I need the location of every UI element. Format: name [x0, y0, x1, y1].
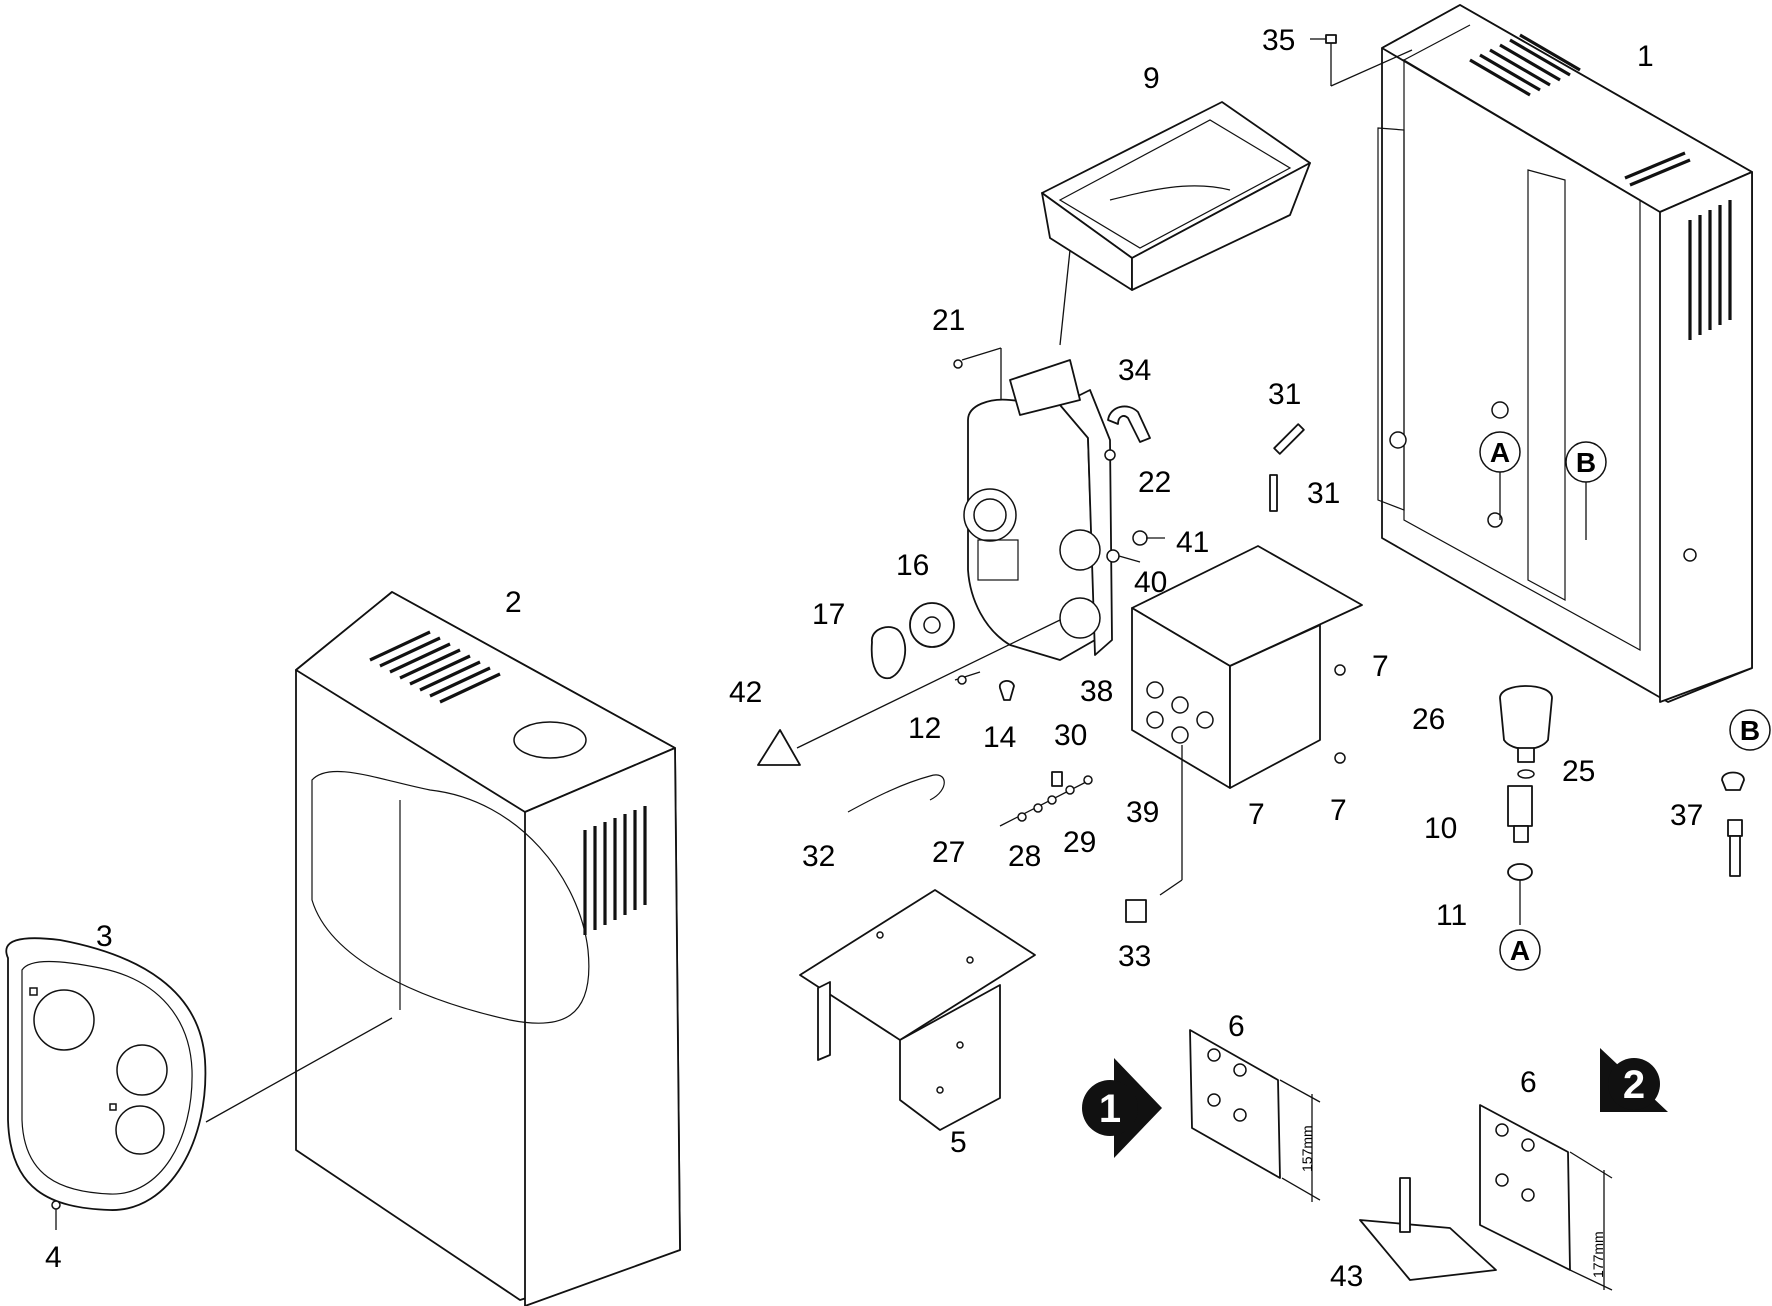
callout-41: 41 — [1176, 526, 1209, 559]
part-6-plate-variant-2 — [1479, 1104, 1613, 1291]
dimension-177mm: 177mm — [1590, 1231, 1606, 1278]
part-31-pins — [1269, 423, 1305, 512]
callout-14: 14 — [983, 721, 1016, 754]
part-5-bracket — [799, 889, 1036, 1131]
callout-27: 27 — [932, 836, 965, 869]
callout-11: 11 — [1436, 899, 1467, 932]
callout-5: 5 — [950, 1126, 967, 1159]
part-4-screw — [51, 1200, 61, 1230]
small-hardware — [953, 359, 1165, 701]
svg-text:2: 2 — [1623, 1063, 1645, 1107]
callout-10: 10 — [1424, 812, 1457, 845]
gas-valve-assembly — [958, 347, 1113, 661]
callout-7-right: 7 — [1330, 794, 1347, 827]
callout-31-lower: 31 — [1307, 477, 1340, 510]
callout-7-upper: 7 — [1372, 650, 1389, 683]
part-43-shield — [1359, 1177, 1497, 1281]
marker-b-frame: B — [1565, 441, 1607, 540]
callout-43: 43 — [1330, 1260, 1363, 1293]
callout-29: 29 — [1063, 826, 1096, 859]
part-42-warning-triangle — [757, 619, 1061, 766]
callout-7-lower: 7 — [1248, 798, 1265, 831]
dimension-157mm: 157mm — [1299, 1125, 1315, 1172]
callout-32: 32 — [802, 840, 835, 873]
callout-28: 28 — [1008, 840, 1041, 873]
part-6-plate-variant-1 — [1189, 1029, 1321, 1202]
callout-2: 2 — [505, 586, 522, 619]
callout-17: 17 — [812, 598, 845, 631]
callout-25: 25 — [1562, 755, 1595, 788]
part-16-igniter — [909, 602, 955, 648]
callout-6-variant-2: 6 — [1520, 1066, 1537, 1099]
callout-30: 30 — [1054, 719, 1087, 752]
part-1-rear-frame — [1377, 4, 1753, 703]
svg-text:B: B — [1576, 447, 1596, 478]
svg-text:B: B — [1740, 715, 1760, 746]
callout-34: 34 — [1118, 354, 1151, 387]
part-17-knob — [870, 626, 907, 679]
part-9-top-tray — [1041, 101, 1311, 346]
callout-42: 42 — [729, 676, 762, 709]
callout-9: 9 — [1143, 62, 1160, 95]
part-33-connector — [1125, 899, 1147, 923]
callout-1: 1 — [1637, 40, 1654, 73]
callout-21: 21 — [932, 304, 965, 337]
marker-a-frame: A — [1479, 431, 1521, 520]
callout-22: 22 — [1138, 466, 1171, 499]
variant-1-badge: 1 — [1082, 1058, 1162, 1158]
expansion-vessel-assembly — [1499, 685, 1553, 925]
callout-40: 40 — [1134, 566, 1167, 599]
part-2-front-casing — [205, 591, 681, 1306]
callout-31-upper: 31 — [1268, 378, 1301, 411]
svg-text:A: A — [1510, 935, 1530, 966]
marker-a-fitting: A — [1499, 929, 1541, 971]
marker-b-sensor: B — [1729, 709, 1771, 751]
part-32-clip — [847, 774, 945, 813]
callout-35: 35 — [1262, 24, 1295, 57]
callout-12: 12 — [908, 712, 941, 745]
callout-16: 16 — [896, 549, 929, 582]
callout-33: 33 — [1118, 940, 1151, 973]
part-35-screw — [1310, 34, 1413, 87]
callout-3: 3 — [96, 920, 113, 953]
callout-4: 4 — [45, 1241, 62, 1274]
callout-37: 37 — [1670, 799, 1703, 832]
callout-26: 26 — [1412, 703, 1445, 736]
svg-text:1: 1 — [1099, 1087, 1121, 1131]
callout-39: 39 — [1126, 796, 1159, 829]
callout-6-variant-1: 6 — [1228, 1010, 1245, 1043]
part-3-control-frame — [5, 937, 207, 1211]
callout-38: 38 — [1080, 675, 1113, 708]
svg-text:A: A — [1490, 437, 1510, 468]
variant-2-badge: 2 — [1600, 1048, 1668, 1112]
fastener-chain — [999, 771, 1093, 827]
part-37-sensor — [1721, 771, 1745, 877]
electronics-box — [1131, 545, 1363, 896]
